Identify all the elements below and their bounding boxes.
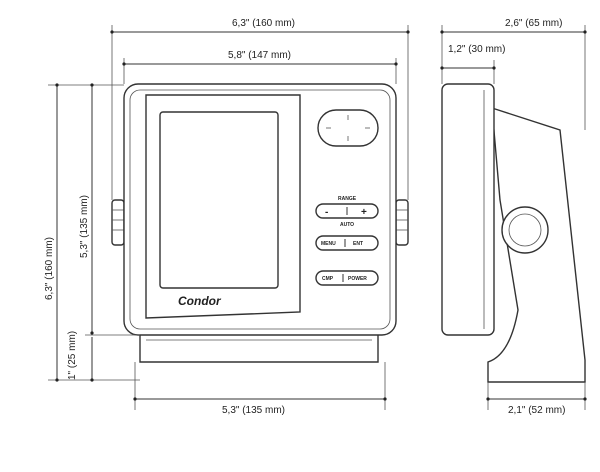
ent-label: ENT (353, 241, 363, 247)
dim-total-width: 6,3" (160 mm) (232, 18, 295, 29)
side-body (441, 83, 495, 336)
side-view (441, 83, 586, 383)
cmp-power-button[interactable] (315, 270, 379, 286)
range-minus: - (325, 207, 328, 218)
mount-bracket (139, 335, 379, 363)
dim-bracket-height: 1" (25 mm) (67, 331, 78, 380)
dim-bezel-width: 5,8" (147 mm) (228, 50, 291, 61)
cmp-label: CMP (322, 276, 334, 282)
front-view: Condor RANGE - + AUTO MENU ENT CMP POWER (111, 83, 409, 363)
power-label: POWER (348, 276, 367, 282)
dim-total-height: 6,3" (160 mm) (44, 237, 55, 300)
dim-bracket-width: 5,3" (135 mm) (222, 405, 285, 416)
device-inner-outline (129, 89, 391, 330)
side-dimensions: 2,6" (65 mm) 1,2" (30 mm) 2,1" (52 mm) (440, 18, 587, 416)
range-plus: + (361, 207, 367, 218)
menu-ent-button[interactable] (315, 235, 379, 251)
knob-grip-lines (112, 209, 408, 231)
dim-side-depth: 2,6" (65 mm) (505, 18, 562, 29)
range-label: RANGE (338, 196, 357, 202)
auto-label: AUTO (340, 222, 354, 228)
right-knob (395, 199, 409, 246)
dim-body-depth: 1,2" (30 mm) (448, 44, 505, 55)
direction-pad[interactable] (317, 109, 379, 147)
front-dimensions: 6,3" (160 mm) 5,8" (147 mm) 6,3" (160 mm… (44, 18, 410, 416)
brand-logo: Condor (178, 294, 222, 308)
menu-label: MENU (321, 241, 336, 247)
dim-body-height: 5,3" (135 mm) (79, 195, 90, 258)
screen (159, 111, 279, 289)
direction-pad-marks (326, 115, 370, 141)
mount-knob-inner (508, 213, 542, 247)
dim-bracket-depth: 2,1" (52 mm) (508, 405, 565, 416)
left-knob (111, 199, 125, 246)
